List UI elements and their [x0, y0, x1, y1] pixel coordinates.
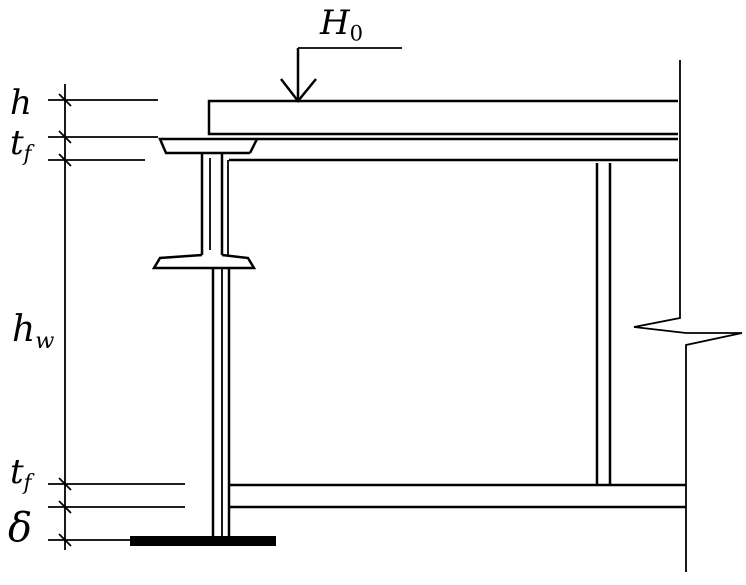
bottom-flange-thickness-label: tf	[10, 452, 32, 495]
top-slab	[207, 99, 678, 136]
load-label: H0	[320, 3, 364, 46]
i-beam	[151, 153, 257, 270]
vertical-post	[211, 268, 231, 538]
slab-thickness-label: h	[10, 83, 32, 123]
load-arrow	[280, 47, 402, 104]
dimension-line	[48, 84, 185, 550]
gap-delta-label: δ	[8, 505, 33, 551]
top-flange-plate	[158, 137, 678, 162]
base-plate	[130, 536, 276, 546]
web-height-label: hw	[12, 309, 55, 355]
top-flange-thickness-label: tf	[10, 123, 32, 166]
bottom-flange	[229, 483, 686, 509]
wall-break-line	[633, 60, 743, 572]
right-stiffener	[595, 163, 612, 484]
